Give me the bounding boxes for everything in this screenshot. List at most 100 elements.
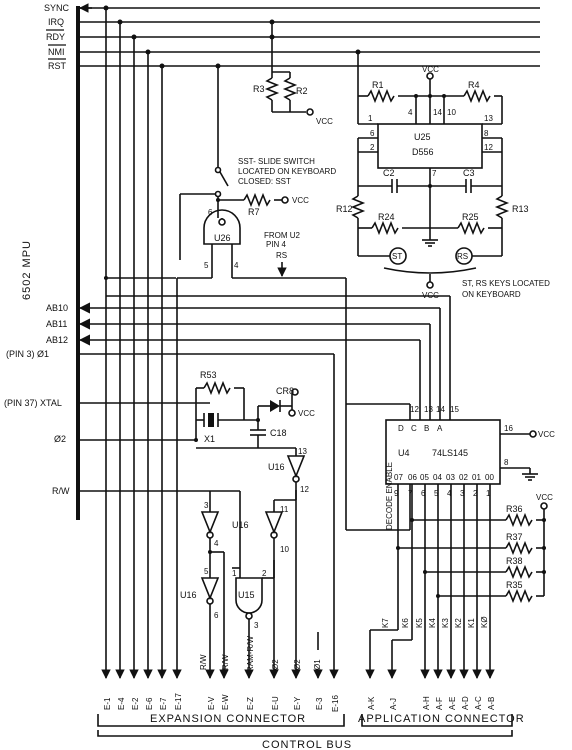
bus-label-sync: SYNC [44,3,70,13]
crystal-x1 [208,413,214,427]
svg-text:8: 8 [484,129,489,138]
svg-text:E-U: E-U [271,696,280,710]
svg-text:01: 01 [472,473,481,482]
svg-text:12: 12 [410,405,419,414]
svg-text:13: 13 [298,447,307,456]
bus-label-irq: IRQ [48,17,64,27]
svg-text:E-4: E-4 [117,697,126,710]
svg-text:E-17: E-17 [174,693,183,710]
from-u2-3: RS [276,251,287,260]
svg-text:12: 12 [300,485,309,494]
r53-resistor [203,380,231,396]
vcc-u4: VCC [538,430,555,439]
u16-inverter-c [264,511,284,535]
expansion-drops [101,8,182,679]
r4-resistor [463,88,491,104]
svg-text:14: 14 [436,405,445,414]
left-signals: AB10 AB11 AB12 (PIN 3) Ø1 (PIN 37) XTAL … [4,302,441,679]
vcc-cr8: VCC [298,409,315,418]
svg-text:K3: K3 [441,618,450,628]
svg-text:A-F: A-F [435,697,444,710]
bus-label-nmi: NMI [48,47,65,57]
svg-text:4: 4 [408,108,413,117]
sst-note-1: SST- SLIDE SWITCH [238,157,315,166]
sig-phi1: (PIN 3) Ø1 [6,349,49,359]
pullup-resistors: VCC R36 R37 R38 R35 [396,493,553,604]
u25-name: U25 [414,132,431,142]
sst-switch [219,171,229,187]
svg-text:7: 7 [432,169,437,178]
k-labels: K7 K6 K5 K4 K3 K2 K1 KØ [381,616,489,628]
from-u2-2: PIN 4 [266,240,287,249]
svg-text:10: 10 [447,108,456,117]
label-cr8: CR8 [276,386,294,396]
svg-text:13: 13 [484,114,493,123]
label-r4: R4 [468,80,480,90]
vcc-u25: VCC [422,65,439,74]
svg-text:9: 9 [394,489,399,498]
label-r13: R13 [512,204,529,214]
u25-chip [377,123,483,169]
svg-text:03: 03 [446,473,455,482]
u4-output-pins: 9 7 6 5 4 3 2 1 [394,489,491,498]
svg-text:KØ: KØ [480,616,489,628]
svg-text:A-E: A-E [448,697,457,710]
svg-text:K5: K5 [415,618,424,628]
svg-text:E-Y: E-Y [293,696,302,710]
svg-text:6: 6 [370,129,375,138]
bus-label-rst: RST [48,61,67,71]
svg-text:RAM-R/W: RAM-R/W [246,636,255,672]
label-c3: C3 [463,168,475,178]
u4-output-wires [365,484,495,679]
connector-brackets: EXPANSION CONNECTOR APPLICATION CONNECTO… [97,713,524,750]
svg-text:12: 12 [484,143,493,152]
bus-label-rdy: RDY [46,32,65,42]
svg-text:3: 3 [204,501,209,510]
u15-name: U15 [238,590,255,600]
r13-resistor [494,195,510,219]
svg-text:E-W: E-W [221,694,230,710]
svg-text:1: 1 [232,569,237,578]
u16-name-a: U16 [268,462,285,472]
svg-text:B: B [424,424,429,433]
expansion-pin-labels: E-1 E-4 E-2 E-6 E-7 E-17 E-V E-W E-Z E-U… [103,693,340,712]
svg-text:D: D [398,424,404,433]
u26-gate [203,209,241,245]
keys-note-1: ST, RS KEYS LOCATED [462,279,550,288]
u4-part: 74LS145 [432,448,468,458]
svg-text:5: 5 [204,567,209,576]
diode-cr8 [270,400,280,412]
label-st: ST [392,252,402,261]
svg-text:2: 2 [473,489,478,498]
svg-text:06: 06 [408,473,417,482]
sig-ab11: AB11 [46,319,67,329]
svg-text:A-K: A-K [367,696,376,710]
label-r1: R1 [372,80,384,90]
r2-r3-group: R3 R2 VCC [253,22,333,126]
svg-text:A-J: A-J [389,698,398,710]
mid-signal-labels: R/W R/W RAM-R/W Ø2 Ø2 Ø1 [199,632,323,679]
label-r35: R35 [506,580,523,590]
r1-resistor [367,88,395,104]
decode-enable: DECODE ENABLE [385,462,394,530]
from-u2-1: FROM U2 [264,231,301,240]
svg-text:10: 10 [280,545,289,554]
label-r38: R38 [506,556,523,566]
svg-text:C: C [411,424,417,433]
svg-text:04: 04 [433,473,442,482]
u16-inverter-d [200,577,220,601]
svg-text:A-H: A-H [422,696,431,710]
sst-note-3: CLOSED: SST [238,177,291,186]
svg-text:E-Z: E-Z [246,697,255,710]
r7-resistor [243,192,271,208]
svg-text:05: 05 [420,473,429,482]
svg-text:14: 14 [433,108,442,117]
svg-text:E-2: E-2 [131,697,140,710]
svg-text:4: 4 [214,539,219,548]
svg-text:6: 6 [208,208,213,217]
svg-text:6: 6 [421,489,426,498]
label-r12: R12 [336,204,353,214]
label-r24: R24 [378,212,395,222]
label-x1: X1 [204,434,215,444]
